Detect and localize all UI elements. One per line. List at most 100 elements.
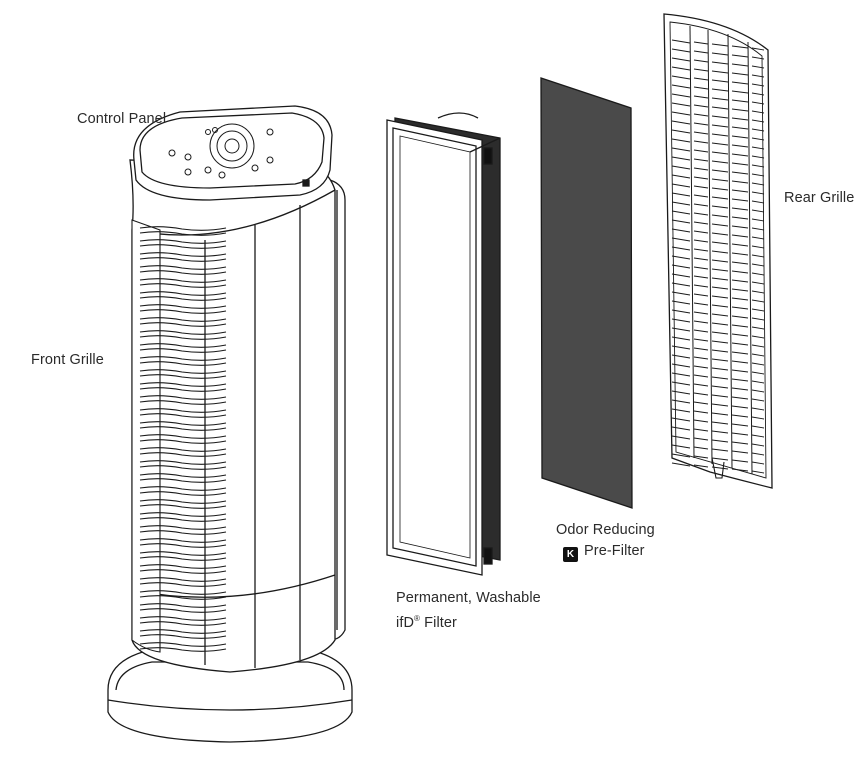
grille-slat [139,408,227,413]
grille-slat [139,395,227,400]
rear-grille-slat [671,111,765,123]
grille-slat [139,564,227,569]
rear-grille-slat [671,228,765,240]
grille-slat [139,382,227,387]
grille-slat [139,335,227,340]
k-badge-icon: K [563,547,578,562]
rear-grille-slat [671,300,765,312]
label-front-grille: Front Grille [31,352,104,368]
grille-slat [139,434,227,439]
rear-grille-slat [671,156,765,168]
label-rear-grille: Rear Grille [784,190,855,206]
grille-slat [139,582,227,587]
grille-slat [139,525,227,530]
rear-grille-slat [671,183,765,195]
grille-slat [139,317,227,322]
grille-slat [139,244,227,249]
grille-slat [139,439,227,444]
grille-slat [139,252,227,257]
rear-grille-slat [671,327,765,339]
rear-grille-slat [671,435,765,447]
rear-grille-slat [671,57,765,69]
grille-slat [139,278,227,283]
control-panel-buttons [168,123,274,179]
rear-grille-slat [671,219,765,231]
rear-grille-slat [671,408,765,420]
air-purifier-tower [107,105,353,743]
rear-grille-slat [671,201,765,213]
grille-slat [139,551,227,556]
grille-slat [139,608,227,613]
grille-slat [139,239,227,244]
grille-slat [139,447,227,452]
grille-slat [139,629,227,634]
rear-grille-slat [671,399,765,411]
grille-slat [139,322,227,327]
grille-slat [139,231,227,236]
rear-grille-slat [671,120,765,132]
grille-slat [139,270,227,275]
rear-grille-slat [671,417,765,429]
rear-grille-slat [671,453,765,465]
grille-slat [139,616,227,621]
grille-slat [139,595,227,600]
grille-slat [139,569,227,574]
registered-mark: ® [414,614,421,623]
rear-grille-slat [671,336,765,348]
odor-pre-filter [540,77,633,509]
rear-grille-slat [671,210,765,222]
rear-grille-slat [671,291,765,303]
grille-slat [139,499,227,504]
rear-grille-slat [671,102,765,114]
grille-slat [139,330,227,335]
grille-slat [139,356,227,361]
grille-slat [139,426,227,431]
grille-slat [139,257,227,262]
grille-slat [139,538,227,543]
rear-grille-slat [671,444,765,456]
grille-slat [139,543,227,548]
rear-grille-slat [671,48,765,60]
rear-grille-slat [671,93,765,105]
label-pre-filter-row: K Pre-Filter [563,542,645,562]
front-grille [131,219,227,653]
grille-slat [139,647,227,652]
grille-slat [139,517,227,522]
grille-slat [139,590,227,595]
label-pre-filter: Pre-Filter [584,543,645,559]
grille-slat [139,309,227,314]
grille-slat [139,486,227,491]
rear-grille-slat [671,381,765,393]
grille-slat [139,361,227,366]
grille-slat [139,296,227,301]
rear-grille-slat [671,165,765,177]
grille-slat [139,512,227,517]
rear-grille-slat [671,372,765,384]
label-control-panel: Control Panel [77,111,167,127]
rear-grille-slat [671,462,765,474]
grille-slat [139,291,227,296]
grille-slat [139,374,227,379]
grille-slat [139,421,227,426]
grille-slat [139,530,227,535]
rear-grille-slat [671,174,765,186]
grille-slat [139,304,227,309]
rear-grille-slat [671,138,765,150]
rear-grille-slat [671,192,765,204]
label-ifd: ifD [396,614,415,631]
grille-slat [139,348,227,353]
rear-grille-slat [671,363,765,375]
rear-grille-slat [671,318,765,330]
grille-slat [139,413,227,418]
rear-grille-slat [671,255,765,267]
rear-grille-slat [671,426,765,438]
grille-slat [139,387,227,392]
rear-grille [663,13,773,489]
permanent-filter [386,112,501,576]
rear-grille-slat [671,66,765,78]
grille-slat [139,465,227,470]
label-odor-reducing: Odor Reducing [556,522,655,538]
rear-grille-slat [671,75,765,87]
grille-slat [139,226,227,231]
